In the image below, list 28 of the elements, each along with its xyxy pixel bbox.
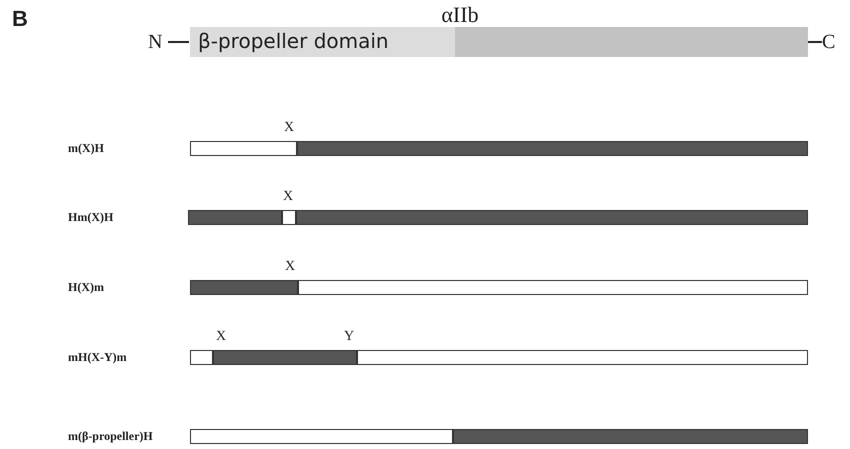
site-label: X bbox=[284, 120, 294, 136]
site-label: X bbox=[285, 259, 296, 275]
terminus-label: C bbox=[822, 31, 836, 54]
domain-segment bbox=[296, 210, 808, 225]
domain-segment bbox=[455, 27, 808, 57]
domain-segment bbox=[190, 350, 213, 365]
panel-letter: B bbox=[12, 6, 28, 32]
domain-segment bbox=[357, 350, 808, 365]
construct-label: H(X)m bbox=[68, 280, 104, 295]
site-label: X bbox=[216, 329, 226, 345]
domain-bar: β-propeller domain bbox=[190, 27, 455, 57]
domain-segment bbox=[188, 210, 282, 225]
domain-segment bbox=[298, 280, 808, 295]
domain-segment bbox=[297, 141, 808, 156]
domain-segment bbox=[453, 429, 808, 444]
domain-segment bbox=[190, 429, 453, 444]
site-label: Y bbox=[344, 329, 354, 345]
construct-label: m(β-propeller)H bbox=[68, 429, 153, 444]
title: αIIb bbox=[440, 2, 480, 28]
domain-segment bbox=[190, 280, 298, 295]
terminus-label: N bbox=[148, 31, 162, 54]
domain-segment bbox=[213, 350, 357, 365]
domain-segment bbox=[282, 210, 296, 225]
construct-label: mH(X-Y)m bbox=[68, 350, 127, 365]
site-label: X bbox=[283, 189, 294, 205]
construct-label: m(X)H bbox=[68, 141, 104, 156]
domain-segment bbox=[190, 141, 297, 156]
construct-label: Hm(X)H bbox=[68, 210, 114, 225]
